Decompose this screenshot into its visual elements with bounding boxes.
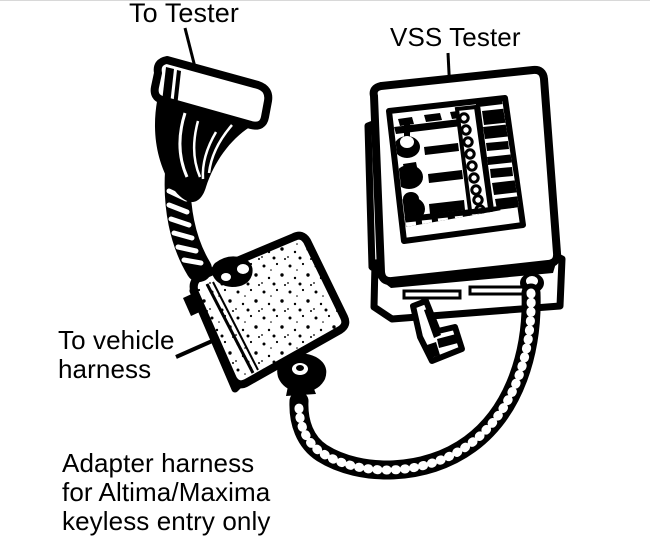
adapter-input-boss — [211, 256, 253, 287]
label-to-vehicle-harness: To vehicle harness — [58, 325, 175, 385]
tester-output-plug — [410, 298, 465, 364]
tester-end-connector — [150, 56, 273, 202]
tester-knob-2 — [395, 162, 463, 189]
connector-block — [150, 56, 273, 130]
label-adapter-harness: Adapter harness for Altima/Maxima keyles… — [62, 448, 271, 537]
vss-tester — [364, 65, 566, 364]
label-vss-tester: VSS Tester — [390, 22, 521, 52]
tester-knob-1 — [394, 122, 459, 158]
label-to-tester: To Tester — [129, 0, 239, 28]
coiled-cable — [289, 283, 541, 480]
adapter-module — [183, 231, 350, 396]
adapter-cable-grommet — [277, 353, 327, 396]
